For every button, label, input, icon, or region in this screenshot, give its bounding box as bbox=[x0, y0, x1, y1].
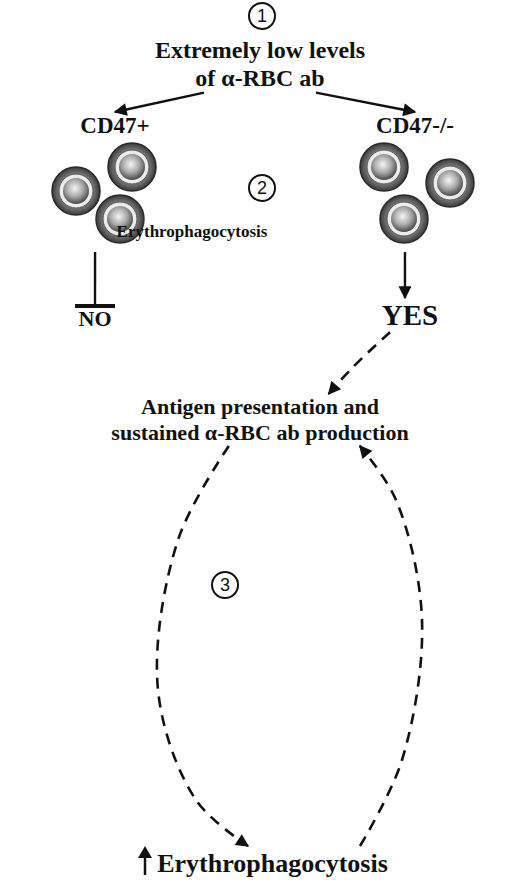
callout-number: 3 bbox=[211, 571, 239, 599]
dashed-arrow bbox=[360, 446, 422, 846]
red-blood-cell bbox=[108, 143, 156, 191]
callout-number: 2 bbox=[248, 174, 276, 202]
node-text: YES bbox=[360, 298, 460, 332]
node-text: Erythrophagocytosis bbox=[157, 849, 388, 880]
increase-arrow-head bbox=[138, 846, 152, 858]
cluster-heading: CD47+ bbox=[40, 112, 190, 139]
cell-membrane bbox=[360, 143, 408, 191]
increase-arrow bbox=[136, 846, 154, 876]
dashed-arrow bbox=[329, 332, 390, 394]
cell-ring bbox=[115, 150, 149, 184]
cell-cluster: CD47-/- bbox=[340, 112, 490, 252]
red-blood-cell bbox=[360, 143, 408, 191]
cell-membrane bbox=[52, 167, 100, 215]
cell-ring bbox=[367, 150, 401, 184]
process-text: Antigen presentation and sustained α-RBC… bbox=[104, 394, 416, 446]
condition-text: Extremely low levels of α-RBC ab bbox=[148, 36, 372, 93]
cell-core bbox=[371, 154, 397, 180]
outcome-text: NO bbox=[60, 306, 130, 332]
red-blood-cell bbox=[380, 195, 428, 243]
cell-ring bbox=[59, 174, 93, 208]
cell-core bbox=[391, 206, 417, 232]
arrow bbox=[115, 93, 204, 112]
cell-ring bbox=[433, 166, 467, 200]
arrow bbox=[316, 93, 415, 112]
cell-ring bbox=[387, 202, 421, 236]
cluster-heading: CD47-/- bbox=[340, 112, 490, 139]
red-blood-cell bbox=[426, 159, 474, 207]
red-blood-cell bbox=[52, 167, 100, 215]
step-label: Erythrophagocytosis bbox=[112, 222, 272, 246]
outcome-text: YES bbox=[360, 298, 460, 332]
cell-membrane bbox=[426, 159, 474, 207]
arrow bbox=[94, 252, 96, 306]
node-text: Antigen presentation and sustained α-RBC… bbox=[104, 394, 416, 446]
node-text: NO bbox=[60, 306, 130, 332]
cell-core bbox=[437, 170, 463, 196]
node-text: Extremely low levels of α-RBC ab bbox=[148, 36, 372, 93]
dashed-arrow bbox=[157, 446, 248, 846]
red-blood-cells bbox=[340, 139, 490, 245]
outcome-text: Erythrophagocytosis bbox=[122, 846, 402, 880]
callout-number: 1 bbox=[248, 2, 276, 30]
cell-membrane bbox=[108, 143, 156, 191]
cell-membrane bbox=[380, 195, 428, 243]
arrow bbox=[404, 252, 406, 298]
cell-core bbox=[63, 178, 89, 204]
cell-core bbox=[119, 154, 145, 180]
